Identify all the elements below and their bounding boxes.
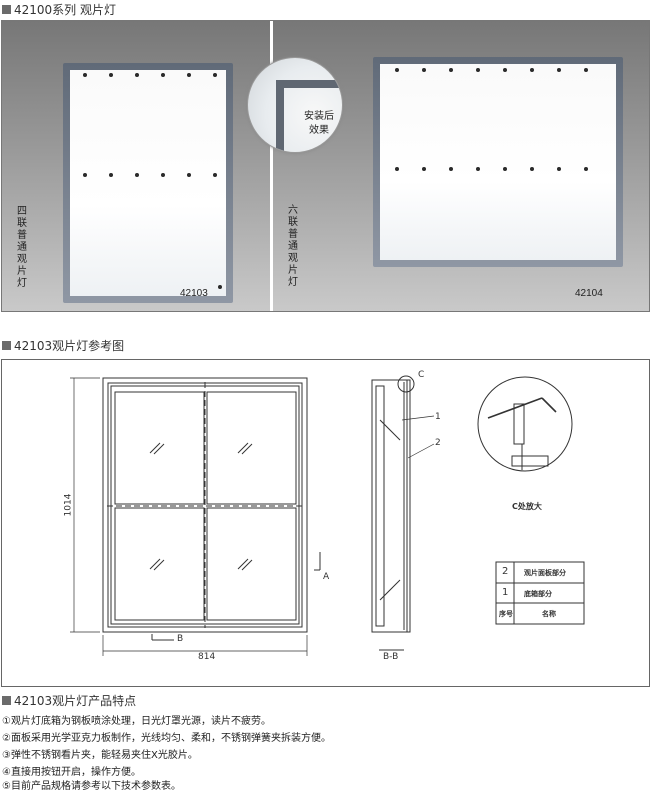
technical-drawing-panel: 1014 814 B A C 1 2 B-B C处放大 2 观片面板部分 1 底… (1, 359, 650, 687)
photo-four-panel-viewer: 四联普通观片灯 42103 (2, 21, 270, 311)
viewer-box (63, 63, 233, 303)
feature-item: ⑤目前产品规格请参考以下技术参数表。 (2, 781, 181, 792)
feature-item: ②面板采用光学亚克力板制作，光线均匀、柔和，不锈钢弹簧夹拆装方便。 (2, 733, 331, 744)
front-view-frame (102, 377, 308, 633)
square-bullet-icon (2, 341, 11, 350)
detail-circle (477, 376, 573, 472)
section-title: 42103观片灯参考图 (14, 339, 125, 353)
section-header-features: 42103观片灯产品特点 (2, 692, 136, 709)
marker-a: A (323, 572, 330, 582)
table-no-2: 2 (502, 566, 509, 577)
part-callout-1: 1 (435, 412, 441, 422)
label-four-panel: 四联普通观片灯 (17, 206, 27, 289)
parts-table (495, 561, 585, 625)
part-callout-2: 2 (435, 438, 441, 448)
table-name-2: 观片面板部分 (524, 569, 566, 577)
feature-item: ③弹性不锈钢看片夹，能轻易夹住X光胶片。 (2, 750, 198, 761)
square-bullet-icon (2, 5, 11, 14)
section-header-drawing: 42103观片灯参考图 (2, 337, 124, 354)
marker-c: C (418, 370, 425, 380)
viewer-box (373, 57, 623, 267)
photo-six-panel-viewer: 六联普通观片灯 42104 (273, 21, 649, 311)
table-header-no: 序号 (499, 610, 513, 618)
viewer-face (70, 70, 226, 296)
section-title: 42100系列 观片灯 (14, 3, 116, 17)
height-dimension: 1014 (63, 493, 74, 517)
product-photo-panel: 四联普通观片灯 42103 六联普通观片灯 42104 安装后效果 (1, 20, 650, 312)
section-label: B-B (383, 652, 399, 662)
label-six-panel: 六联普通观片灯 (288, 205, 298, 288)
model-code: 42103 (180, 288, 208, 299)
model-code: 42104 (575, 288, 603, 299)
table-no-1: 1 (502, 587, 509, 598)
width-dimension: 814 (198, 652, 216, 662)
section-title: 42103观片灯产品特点 (14, 694, 137, 708)
square-bullet-icon (2, 696, 11, 705)
technical-drawing (70, 375, 585, 656)
marker-b: B (177, 634, 184, 644)
viewer-face (380, 64, 616, 260)
installed-effect-callout: 安装后效果 (247, 57, 343, 153)
detail-label: C处放大 (512, 502, 542, 511)
table-name-1: 底箱部分 (524, 590, 552, 598)
table-header-name: 名称 (542, 610, 556, 618)
section-header-series: 42100系列 观片灯 (2, 1, 116, 18)
feature-item: ①观片灯底箱为钢板喷涂处理，日光灯罩光源，读片不疲劳。 (2, 716, 271, 727)
feature-item: ④直接用按钮开启，操作方便。 (2, 767, 141, 778)
